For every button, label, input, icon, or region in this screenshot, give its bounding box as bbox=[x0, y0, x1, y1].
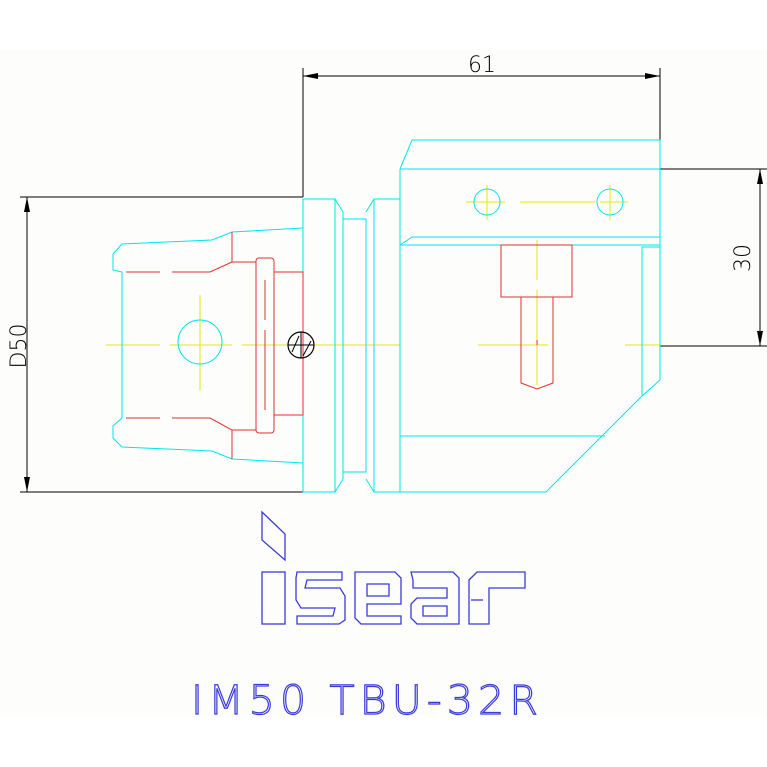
part-number-label: IM50 TBU-32R bbox=[191, 678, 543, 724]
dimension-lines bbox=[20, 68, 767, 493]
dimension-width-label: 61 bbox=[468, 53, 496, 78]
dimension-diameter-label: D50 bbox=[7, 324, 32, 369]
dimension-arrows bbox=[24, 73, 763, 492]
brand-name: iscar bbox=[0, 0, 3, 1]
part-outline bbox=[112, 139, 661, 493]
set-screw-symbol bbox=[287, 331, 315, 359]
brand-logo bbox=[261, 510, 526, 625]
shank-bore-circle bbox=[177, 319, 223, 365]
screw-hole-right bbox=[596, 188, 624, 216]
drawing-background bbox=[0, 50, 767, 717]
dimension-height-label: 30 bbox=[731, 244, 756, 272]
screw-hole-left bbox=[473, 188, 501, 216]
bore-holes bbox=[177, 188, 624, 365]
hidden-lines bbox=[126, 232, 573, 459]
centerlines bbox=[106, 185, 660, 390]
